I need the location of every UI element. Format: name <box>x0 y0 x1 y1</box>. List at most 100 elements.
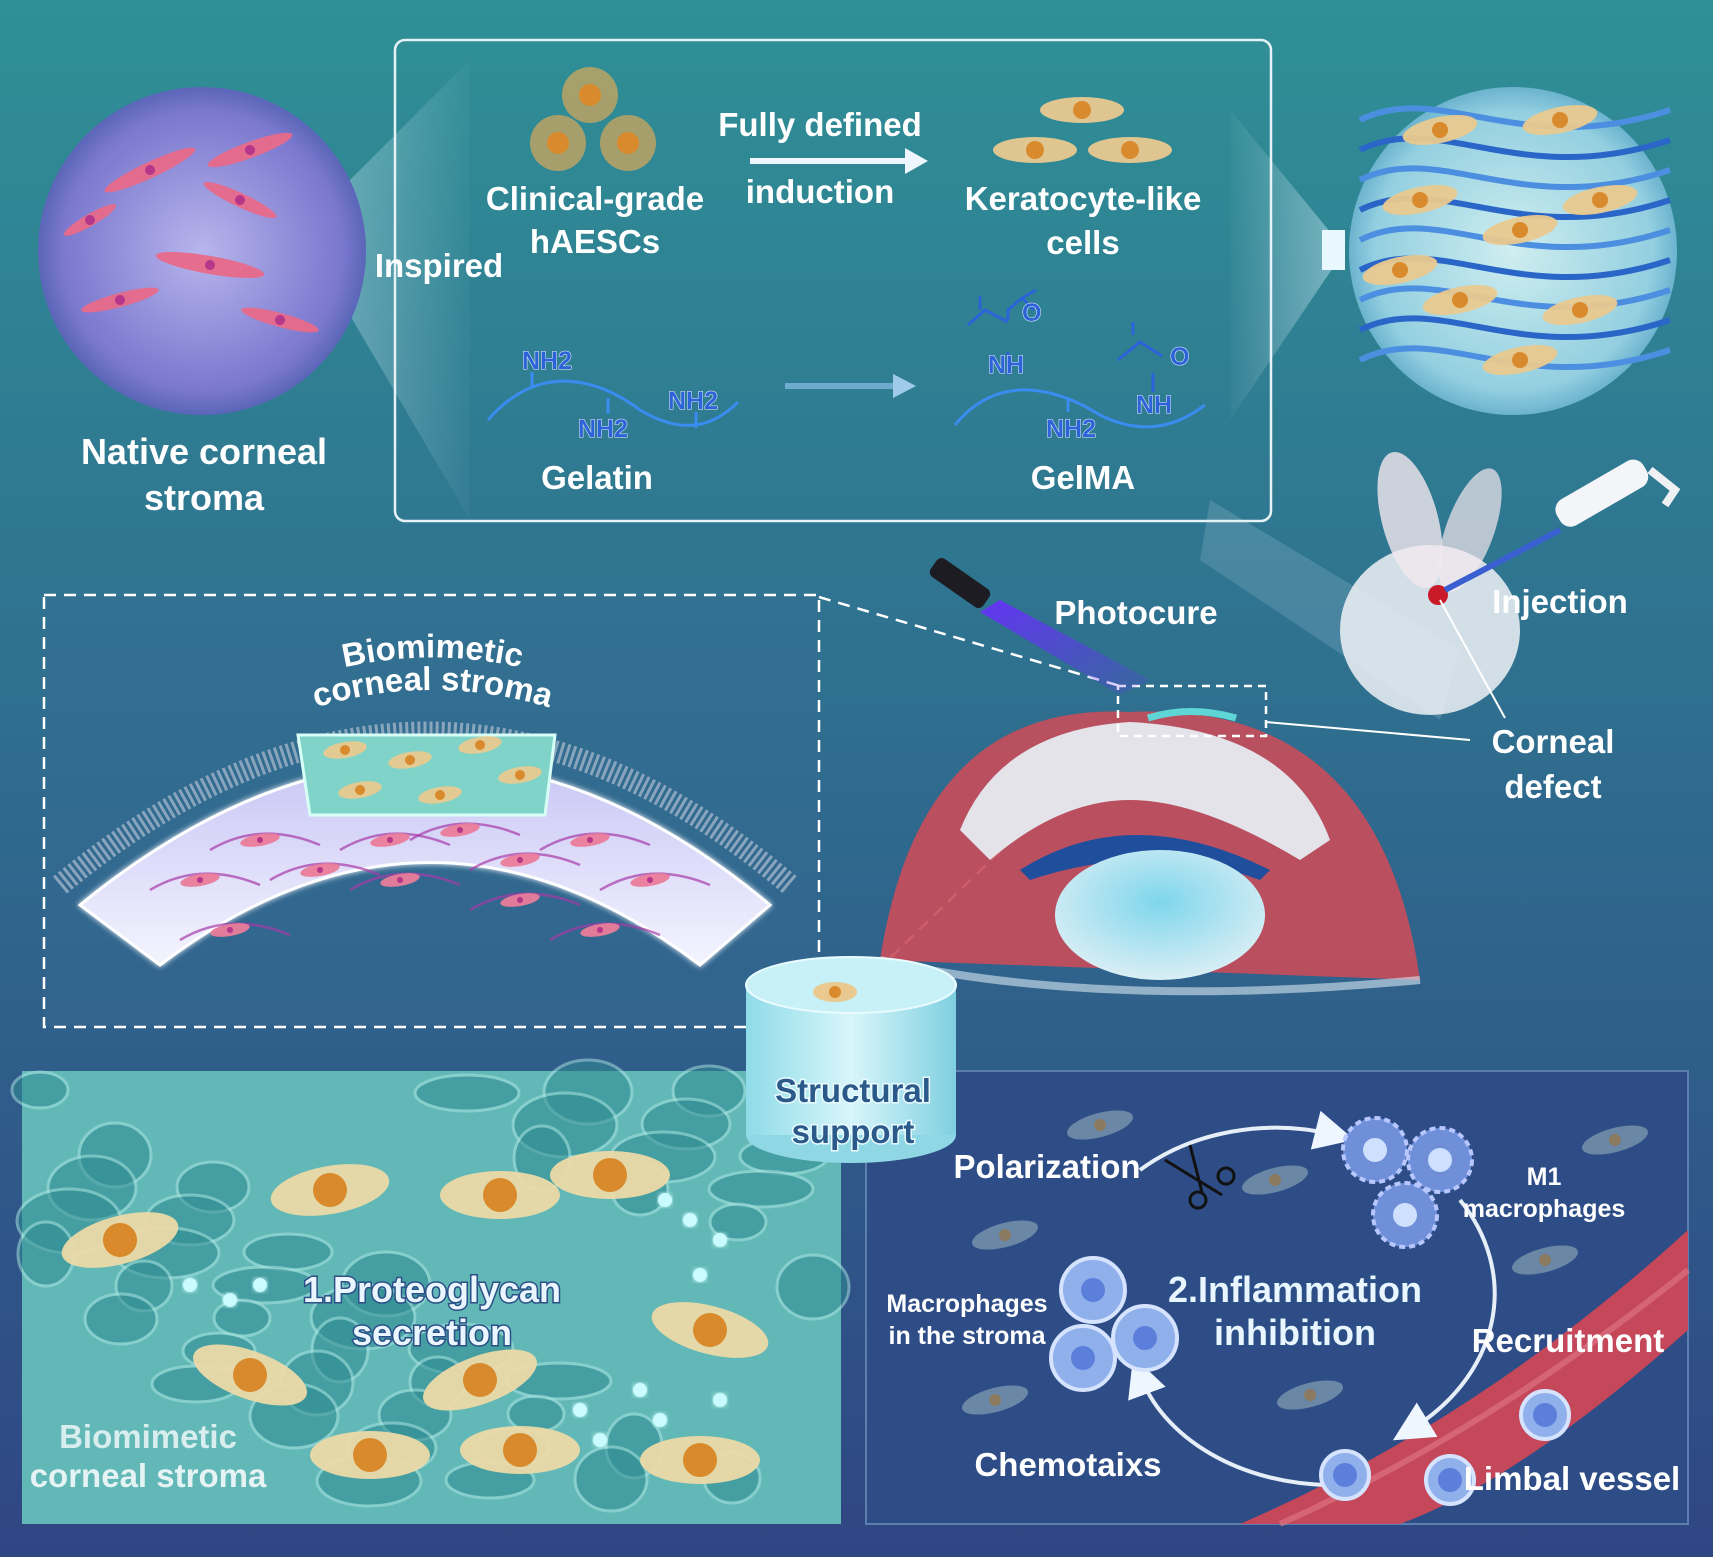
cell <box>460 1426 580 1474</box>
cell <box>962 1385 1028 1415</box>
cell-nucleus <box>683 1443 717 1477</box>
macrophage-nucleus <box>1071 1346 1095 1370</box>
cell <box>440 823 480 837</box>
chemotaxis-label: Chemotaixs <box>974 1446 1161 1483</box>
macrophage-nucleus <box>1393 1203 1417 1227</box>
uv-light-pen-icon <box>929 557 1150 695</box>
cell-nucleus <box>353 1438 387 1472</box>
limbal-vessel-label: Limbal vessel <box>1464 1460 1680 1497</box>
macrophage-nucleus <box>1428 1148 1452 1172</box>
nh-label: NH <box>1136 391 1172 419</box>
cell-nucleus <box>999 1229 1011 1241</box>
pore <box>212 1298 272 1338</box>
oxygen-label: O <box>1170 343 1189 371</box>
cell-nucleus <box>1121 141 1139 159</box>
cell-nucleus <box>145 165 155 175</box>
cell <box>310 1431 430 1479</box>
inspiration-beam <box>300 60 470 520</box>
cell-nucleus <box>397 877 403 883</box>
stroma-macrophages-line1: Macrophages <box>886 1290 1047 1318</box>
cell-nucleus <box>85 215 95 225</box>
cell-nucleus <box>597 927 603 933</box>
cell <box>1382 185 1458 215</box>
cell-nucleus <box>503 1433 537 1467</box>
cell-nucleus <box>317 867 323 873</box>
cell-nucleus <box>355 785 365 795</box>
cell <box>993 137 1077 163</box>
cell <box>210 923 250 937</box>
cell-nucleus <box>587 837 593 843</box>
cell-nucleus <box>647 877 653 883</box>
proteoglycan-particle <box>183 1278 197 1292</box>
pore <box>10 1070 70 1110</box>
cell-nucleus <box>387 837 393 843</box>
amine-label: NH2 <box>1046 415 1096 443</box>
cell <box>1277 1380 1343 1410</box>
m1-label-line1: M1 <box>1527 1163 1562 1191</box>
proteoglycan-particle <box>693 1268 707 1282</box>
cell-nucleus <box>1026 141 1044 159</box>
cell-nucleus <box>103 1223 137 1257</box>
cell <box>1088 137 1172 163</box>
cell <box>1482 215 1558 245</box>
biomimetic-scaffold-circle <box>1349 87 1677 415</box>
recruitment-label: Recruitment <box>1472 1322 1665 1359</box>
cell <box>81 287 159 313</box>
pore <box>573 1445 649 1513</box>
stem-cell-nucleus <box>579 84 601 106</box>
cell <box>203 181 277 219</box>
cornea-cross-section <box>53 721 798 967</box>
cell <box>323 741 367 759</box>
cell <box>440 1171 560 1219</box>
cell <box>418 786 462 804</box>
cell <box>423 1349 537 1411</box>
cell <box>498 766 542 784</box>
cell-nucleus <box>313 1173 347 1207</box>
callout-line <box>1265 721 1471 741</box>
photocure-label: Photocure <box>1054 594 1217 631</box>
cell-nucleus <box>197 877 203 883</box>
pore <box>708 1202 768 1242</box>
cell-nucleus <box>1512 352 1528 368</box>
cell-nucleus <box>1432 122 1448 139</box>
proteoglycan-title-line2: secretion <box>352 1312 512 1353</box>
proteoglycan-particle <box>633 1383 647 1397</box>
pore <box>83 1292 159 1346</box>
defect-label-line2: defect <box>1504 768 1601 805</box>
cell <box>1542 295 1618 325</box>
cell-nucleus <box>227 927 233 933</box>
stem-cell-nucleus <box>617 132 639 154</box>
cell <box>500 893 540 907</box>
scissors-icon <box>1164 1144 1236 1210</box>
cell <box>388 751 432 769</box>
cell <box>580 923 620 937</box>
inspired-label: Inspired <box>375 247 503 284</box>
macrophage-nucleus <box>1438 1468 1462 1492</box>
inflammation-title-line2: inhibition <box>1214 1312 1376 1353</box>
pore <box>707 1169 815 1209</box>
hydrogel-cylinder <box>745 956 957 1163</box>
support-label-line1: Structural <box>775 1072 931 1109</box>
cell-nucleus <box>405 755 415 765</box>
haesc-cells-icon <box>530 67 656 171</box>
callout-line <box>1439 599 1506 719</box>
cell-nucleus <box>1539 1254 1551 1266</box>
cell <box>630 873 670 887</box>
m1-label-line2: macrophages <box>1463 1195 1626 1223</box>
cell <box>1482 345 1558 375</box>
cell <box>1067 1110 1133 1140</box>
cell <box>640 1436 760 1484</box>
injection-label: Injection <box>1492 583 1628 620</box>
cell-nucleus <box>205 260 215 270</box>
inflammation-title-line1: 2.Inflammation <box>1168 1269 1422 1310</box>
cell <box>1422 285 1498 315</box>
macrophage-nucleus <box>1081 1278 1105 1302</box>
cell <box>207 132 293 168</box>
proteoglycan-particle <box>683 1213 697 1227</box>
cell <box>270 1164 390 1216</box>
gelatin-structure: NH2 NH2 NH2 <box>486 347 740 444</box>
cell <box>338 781 382 799</box>
cell <box>193 1344 307 1406</box>
cell <box>104 147 196 193</box>
keratocyte-label-line1: Keratocyte-like <box>965 180 1202 217</box>
